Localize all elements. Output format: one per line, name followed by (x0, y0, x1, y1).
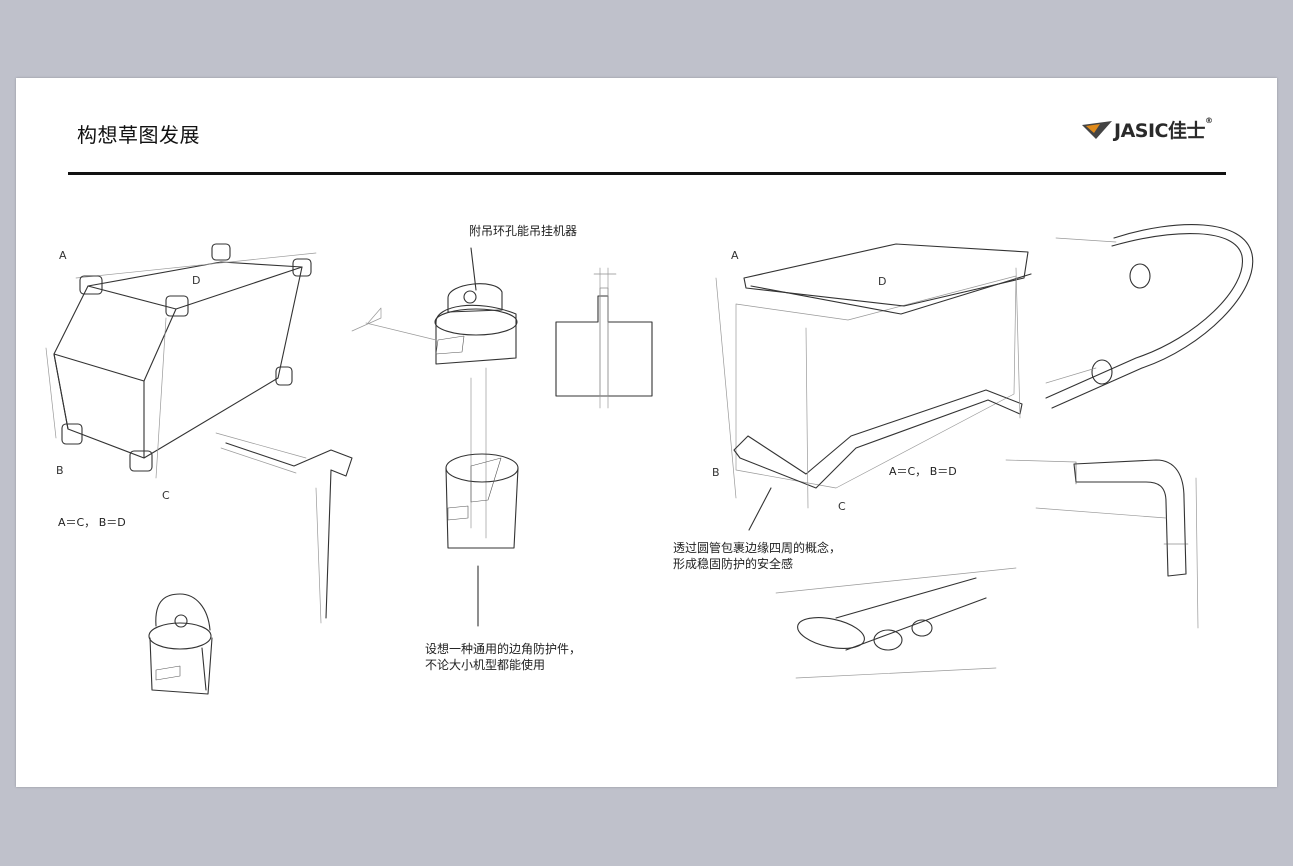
right-label-c: C (838, 500, 846, 513)
left-label-c: C (162, 489, 170, 502)
tube-guard-callout-line1: 透过圆管包裹边缘四周的概念， (673, 541, 842, 555)
corner-guard-callout-line2: 不论大小机型都能使用 (425, 658, 546, 672)
corner-piece-sketch (148, 593, 213, 695)
middle-guard-sketch (215, 247, 653, 627)
logo-mark-icon (1082, 121, 1112, 139)
logo-wordmark: JASIC佳士® (1114, 115, 1213, 142)
corner-guard-callout: 设想一种通用的边角防护件， 不论大小机型都能使用 (425, 641, 581, 673)
tube-guard-callout-line2: 形成稳固防护的安全感 (673, 557, 794, 571)
right-equation: A＝C， B＝D (889, 465, 957, 478)
hanging-ring-callout: 附吊环孔能吊挂机器 (469, 224, 578, 238)
slide-page: 构想草图发展 JASIC佳士® (16, 78, 1277, 787)
left-label-d: D (192, 274, 201, 287)
right-label-b: B (712, 466, 720, 479)
tube-guard-callout: 透过圆管包裹边缘四周的概念， 形成稳固防护的安全感 (673, 540, 841, 572)
left-box-sketch (45, 243, 317, 479)
right-label-d: D (878, 275, 887, 288)
title-divider (68, 172, 1226, 175)
right-label-a: A (731, 249, 739, 262)
left-label-b: B (56, 464, 64, 477)
concept-sketches (45, 224, 1254, 695)
brand-logo: JASIC佳士® (1082, 114, 1213, 144)
page-title: 构想草图发展 (77, 123, 200, 147)
corner-guard-callout-line1: 设想一种通用的边角防护件， (425, 642, 582, 656)
right-tube-sketch (715, 224, 1254, 679)
left-equation: A＝C， B＝D (58, 516, 126, 529)
left-label-a: A (59, 249, 67, 262)
